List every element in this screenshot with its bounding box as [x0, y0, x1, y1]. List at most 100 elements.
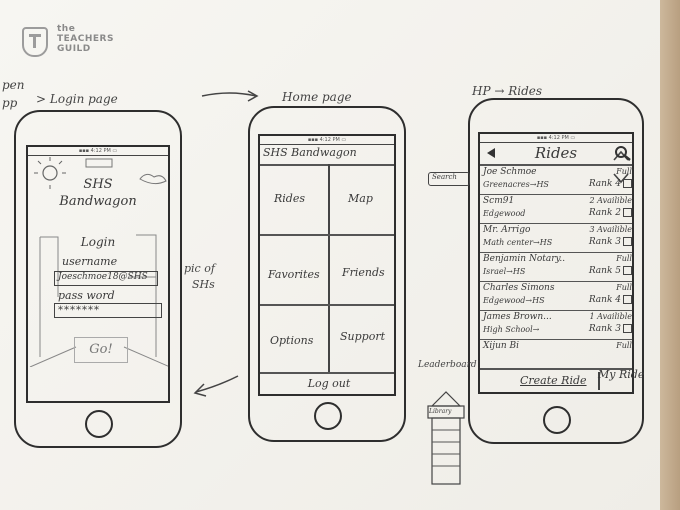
tile-friends[interactable]: Friends	[330, 236, 394, 304]
ride-driver-name: Scm91	[483, 196, 515, 206]
arrow-back-icon	[193, 375, 239, 397]
arrow-right-icon	[201, 90, 259, 102]
ride-seat-status: 2 Availible	[589, 196, 632, 205]
search-icon[interactable]	[614, 144, 632, 162]
rides-footer-divider	[480, 368, 632, 370]
ride-row-divider	[480, 281, 632, 282]
home-screen: ▪▪▪ 4:12 PM ▭ SHS Bandwagon Rides Map Fa…	[258, 134, 396, 396]
ride-select-checkbox[interactable]	[623, 179, 632, 188]
tile-favorites-label: Favorites	[268, 268, 320, 281]
search-annotation-label: Search	[432, 173, 457, 181]
home-button[interactable]	[85, 410, 113, 438]
grid-vertical-line	[328, 164, 330, 372]
ride-rank-label: Rank 3	[588, 237, 621, 247]
footer-separator	[598, 372, 600, 390]
leaderboard-tower-sketch	[427, 391, 465, 485]
grid-footer-line	[260, 372, 394, 374]
ride-row-divider	[480, 194, 632, 195]
annotation-home-page: Home page	[282, 90, 352, 104]
ride-row[interactable]: Xijun Bi Full	[480, 340, 632, 369]
ride-select-checkbox[interactable]	[623, 295, 632, 304]
ride-route: Greenacres→HS	[483, 180, 549, 189]
tile-rides-label: Rides	[274, 192, 305, 205]
username-input[interactable]: Joeschmoe18@SHS	[54, 271, 158, 286]
ride-seat-status: Full	[616, 341, 632, 350]
status-bar: ▪▪▪ 4:12 PM ▭	[260, 136, 394, 145]
ride-select-checkbox[interactable]	[623, 266, 632, 275]
ride-driver-name: Benjamin Notary..	[483, 254, 566, 264]
ride-rank: Rank 3	[589, 237, 632, 247]
rides-phone-frame	[468, 98, 644, 444]
create-ride-button[interactable]: Create Ride	[520, 374, 587, 387]
ride-route: Edgewood→HS	[483, 296, 545, 305]
sun-icon	[34, 157, 167, 189]
ride-seat-status: Full	[616, 254, 632, 263]
username-value: Joeschmoe18@SHS	[58, 272, 148, 282]
ride-row-divider	[480, 310, 632, 311]
logo-line-2: TEACHERS	[57, 34, 114, 44]
logout-button[interactable]: Log out	[260, 374, 394, 394]
tile-options[interactable]: Options	[260, 306, 328, 372]
leaderboard-box-label: Library	[429, 408, 452, 415]
my-ride-button[interactable]: My Ride	[598, 368, 645, 381]
ride-rank: Rank 4	[589, 179, 632, 189]
ride-select-checkbox[interactable]	[623, 208, 632, 217]
ride-route: High School→	[483, 325, 540, 334]
status-bar: ▪▪▪ 4:12 PM ▭	[28, 147, 168, 156]
go-button[interactable]: Go!	[74, 337, 128, 363]
school-sketch	[29, 234, 168, 367]
logo-line-1: the	[57, 24, 76, 34]
annotation-to-login: > Login page	[36, 92, 118, 106]
ride-rank-label: Rank 5	[588, 266, 621, 276]
tile-rides[interactable]: Rides	[260, 164, 328, 234]
tile-support[interactable]: Support	[330, 306, 394, 372]
ride-rank-label: Rank 4	[588, 295, 621, 305]
ride-seat-status: 1 Availible	[589, 312, 632, 321]
annotation-pic-of: pic of	[184, 262, 215, 275]
tile-map-label: Map	[348, 192, 373, 205]
ride-seat-status: 3 Availible	[589, 225, 632, 234]
password-label: pass word	[58, 289, 115, 302]
teachers-guild-wordmark: the TEACHERS GUILD	[57, 24, 114, 54]
app-title-line-2: Bandwagon	[59, 194, 137, 209]
home-button[interactable]	[543, 406, 571, 434]
ride-driver-name: James Brown...	[483, 312, 552, 322]
ride-route: Israel→HS	[483, 267, 526, 276]
ride-rank-label: Rank 3	[588, 324, 621, 334]
search-annotation-box: Search	[428, 172, 470, 186]
logout-label: Log out	[307, 377, 351, 390]
ride-rank-label: Rank 4	[588, 179, 621, 189]
logo-line-3: GUILD	[57, 44, 91, 54]
ride-driver-name: Mr. Arrigo	[483, 225, 531, 235]
go-button-label: Go!	[89, 342, 113, 357]
tile-favorites[interactable]: Favorites	[260, 236, 328, 304]
tile-map[interactable]: Map	[330, 164, 394, 234]
annotation-leaderboard: Leaderboard	[418, 360, 477, 370]
ride-rank: Rank 5	[589, 266, 632, 276]
login-screen: ▪▪▪ 4:12 PM ▭ SHS Bandwagon Login userna…	[26, 145, 170, 403]
annotation-open-app-2: pp	[2, 96, 18, 110]
back-arrow-icon[interactable]	[484, 146, 498, 160]
ride-select-checkbox[interactable]	[623, 237, 632, 246]
ride-driver-name: Xijun Bi	[483, 341, 520, 351]
ride-route: Math center→HS	[483, 238, 553, 247]
ride-select-checkbox[interactable]	[623, 324, 632, 333]
password-input[interactable]: *******	[54, 303, 162, 318]
home-button[interactable]	[314, 402, 342, 430]
desk-surface	[660, 0, 680, 510]
tile-options-label: Options	[270, 334, 314, 347]
teachers-guild-logo-icon	[22, 27, 48, 57]
annotation-shs: SHs	[192, 278, 215, 291]
ride-rank: Rank 3	[589, 324, 632, 334]
status-bar: ▪▪▪ 4:12 PM ▭	[480, 134, 632, 143]
grid-row-line-2	[260, 304, 394, 306]
ride-seat-status: Full	[616, 167, 632, 176]
tile-support-label: Support	[340, 330, 386, 343]
